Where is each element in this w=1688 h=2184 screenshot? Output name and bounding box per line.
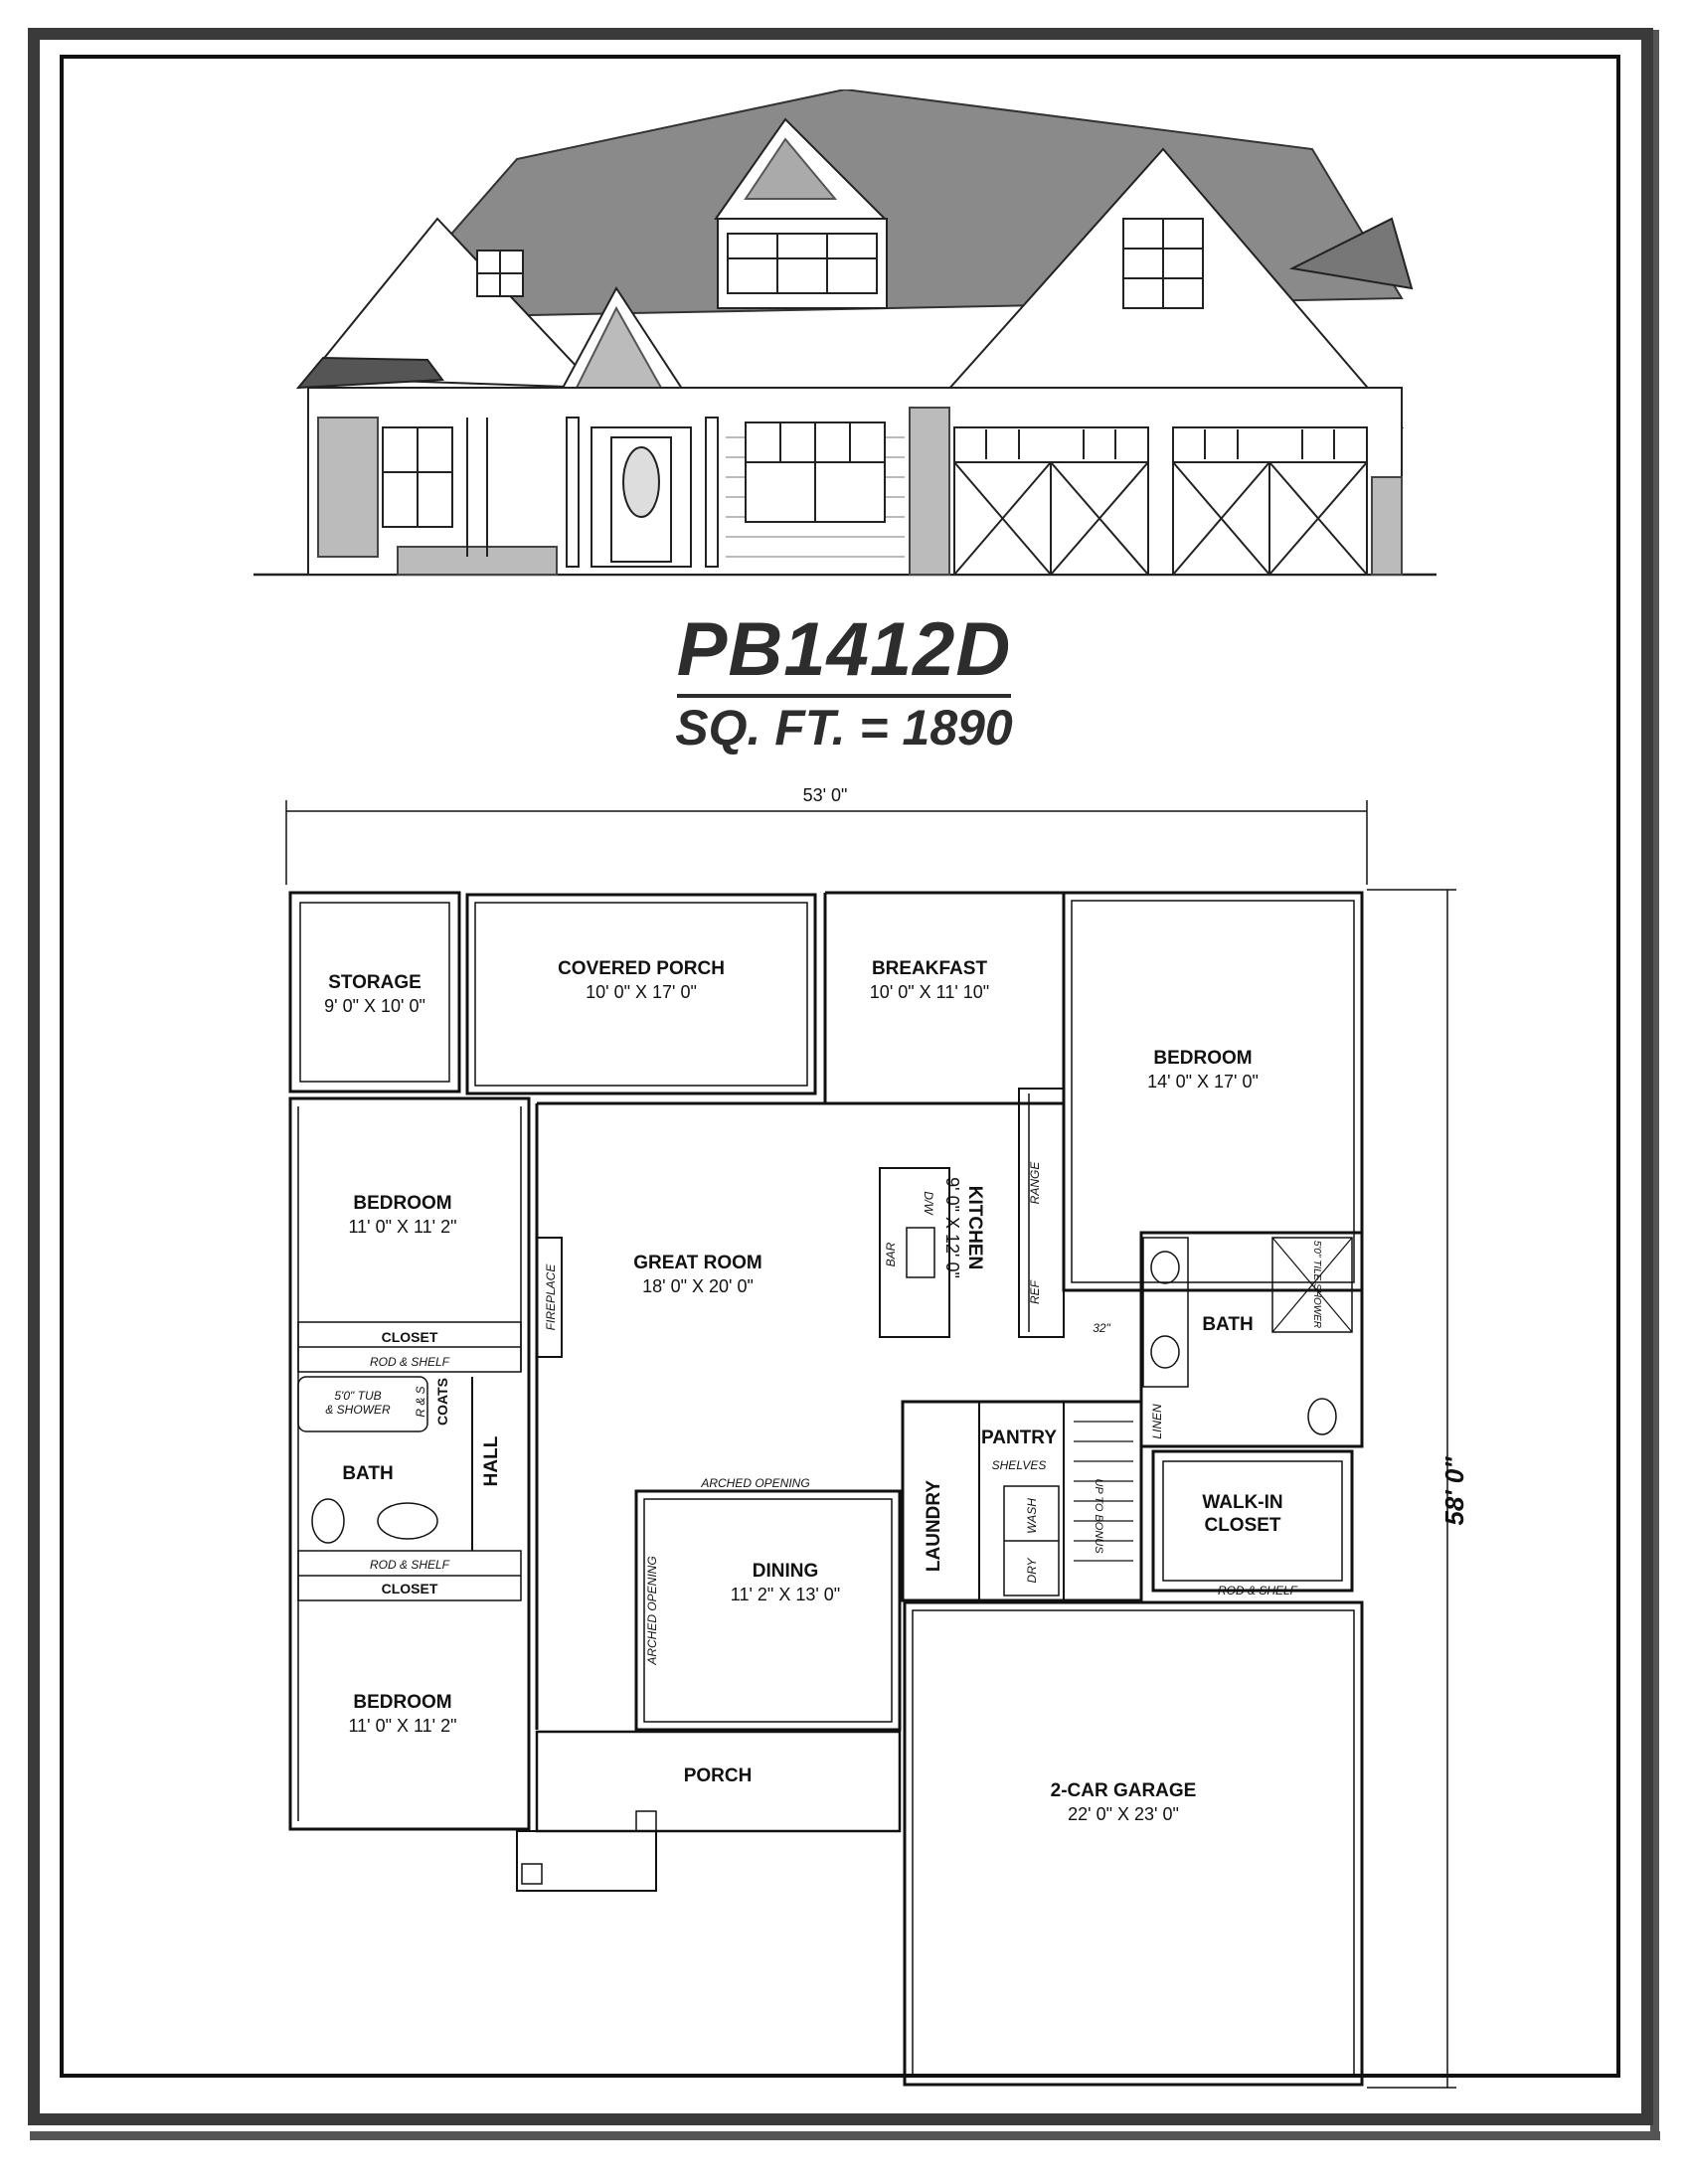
tub-label-2: & SHOWER <box>325 1403 391 1417</box>
room-dining-name: DINING <box>753 1561 819 1582</box>
closet-1-label: CLOSET <box>382 1329 438 1345</box>
shelves-label: SHELVES <box>992 1458 1047 1472</box>
rod-shelf-3-label: ROD & SHELF <box>1218 1584 1298 1597</box>
square-footage: SQ. FT. = 1890 <box>675 700 1013 756</box>
range-label: RANGE <box>1028 1161 1042 1205</box>
room-great-room-size: 18' 0" X 20' 0" <box>642 1276 754 1296</box>
room-dining-size: 11' 2" X 13' 0" <box>731 1585 840 1604</box>
room-covered-porch-name: COVERED PORCH <box>558 958 725 979</box>
room-hall-bath-name: BATH <box>342 1463 393 1484</box>
frame-shadow-right <box>1650 30 1659 2137</box>
room-storage-size: 9' 0" X 10' 0" <box>324 996 425 1016</box>
width-dimension: 53' 0" <box>803 785 848 805</box>
room-bedroom-2-size: 11' 0" X 11' 2" <box>348 1217 456 1237</box>
room-great-room-name: GREAT ROOM <box>633 1253 761 1273</box>
room-breakfast-name: BREAKFAST <box>872 958 988 979</box>
room-master-bedroom-name: BEDROOM <box>1153 1048 1252 1069</box>
plan-name: PB1412D <box>0 606 1688 698</box>
room-covered-porch-size: 10' 0" X 17' 0" <box>586 982 697 1002</box>
room-garage-name: 2-CAR GARAGE <box>1051 1780 1197 1801</box>
tub-label-1: 5'0" TUB <box>334 1389 381 1403</box>
coats-label: COATS <box>434 1378 450 1426</box>
up-to-bonus-label: UP TO BONUS <box>1093 1478 1104 1554</box>
room-porch-name: PORCH <box>684 1765 753 1786</box>
room-pantry-name: PANTRY <box>981 1428 1057 1448</box>
room-breakfast-size: 10' 0" X 11' 10" <box>870 982 989 1002</box>
wash-label: WASH <box>1025 1498 1039 1534</box>
room-bedroom-2-name: BEDROOM <box>353 1193 451 1214</box>
room-bedroom-3-size: 11' 0" X 11' 2" <box>348 1716 456 1736</box>
tile-shower-label: 5'0" TILE SHOWER <box>1311 1241 1322 1328</box>
house-elevation <box>253 89 1436 577</box>
dw-label: D/W <box>922 1191 935 1216</box>
room-laundry-name: LAUNDRY <box>924 1480 944 1573</box>
door-32-label: 32" <box>1093 1321 1110 1335</box>
room-hall-name: HALL <box>481 1435 502 1486</box>
dry-label: DRY <box>1025 1558 1039 1584</box>
linen-label: LINEN <box>1150 1404 1164 1439</box>
room-walkin-closet-name2: CLOSET <box>1204 1515 1280 1536</box>
ref-label: REF <box>1028 1279 1042 1304</box>
rs-label: R & S <box>414 1386 427 1417</box>
room-bedroom-3-name: BEDROOM <box>353 1692 451 1713</box>
room-master-bath-name: BATH <box>1202 1314 1253 1335</box>
depth-dimension: 58' 0" <box>1439 1456 1469 1526</box>
rod-shelf-2-label: ROD & SHELF <box>370 1558 450 1572</box>
room-kitchen-name: KITCHEN <box>964 1186 985 1269</box>
room-kitchen-size: 9' 0" X 12' 0" <box>942 1177 962 1278</box>
bar-label: BAR <box>884 1242 898 1266</box>
room-master-bedroom-size: 14' 0" X 17' 0" <box>1147 1072 1259 1092</box>
rod-shelf-1-label: ROD & SHELF <box>370 1355 450 1369</box>
outer-border <box>28 28 1653 2125</box>
arched-opening-2-label: ARCHED OPENING <box>645 1556 659 1665</box>
room-walkin-closet-name: WALK-IN <box>1202 1492 1282 1513</box>
arched-opening-1-label: ARCHED OPENING <box>700 1476 809 1490</box>
room-storage-name: STORAGE <box>328 972 422 993</box>
frame-shadow-bottom <box>30 2131 1660 2140</box>
closet-2-label: CLOSET <box>382 1581 438 1596</box>
inner-border <box>60 55 1620 2078</box>
fireplace-label: FIREPLACE <box>544 1263 558 1331</box>
room-garage-size: 22' 0" X 23' 0" <box>1068 1804 1179 1824</box>
